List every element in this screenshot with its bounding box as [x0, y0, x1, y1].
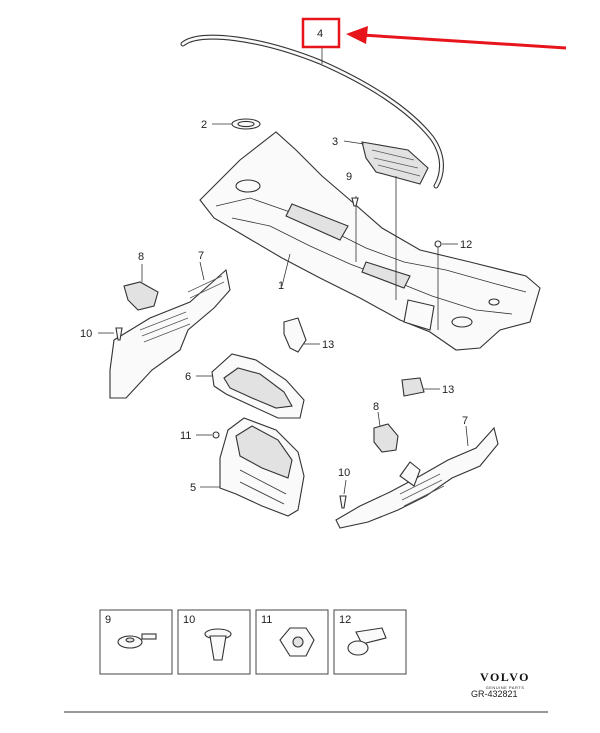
brand-logo: VOLVO GENUINE PARTS [470, 670, 540, 690]
callout-1: 1 [278, 280, 284, 292]
callout-12: 12 [460, 239, 472, 251]
legend-box-9: 9 [99, 609, 173, 675]
callout-7a: 7 [198, 250, 204, 262]
callout-3: 3 [332, 136, 338, 148]
callout-8b: 8 [373, 401, 379, 413]
part-1-cowl-panel [199, 131, 541, 351]
part-6-frame [211, 353, 305, 419]
part-12-clip [434, 240, 442, 248]
part-9-screw [351, 197, 359, 207]
part-8-right-bracket [373, 423, 399, 453]
legend-box-11: 11 [255, 609, 329, 675]
callout-10a: 10 [80, 328, 92, 340]
legend-label-11: 11 [261, 614, 272, 626]
callout-8a: 8 [138, 251, 144, 263]
part-13-bracket-a [283, 317, 307, 353]
leader-10b [343, 479, 347, 495]
callout-4: 4 [317, 28, 323, 40]
leader-7b [465, 425, 469, 447]
part-5-housing [219, 417, 305, 517]
part-13-bracket-b [401, 377, 425, 397]
callout-6: 6 [185, 371, 191, 383]
leader-1 [281, 253, 291, 287]
callout-7b: 7 [462, 415, 468, 427]
callout-10b: 10 [338, 467, 350, 479]
part-7-right-strip [335, 426, 499, 529]
callout-13a: 13 [322, 339, 334, 351]
leader-3 [343, 140, 365, 145]
legend-label-9: 9 [105, 614, 111, 626]
brand-name: VOLVO [480, 670, 530, 684]
part-3-bracket [361, 141, 429, 185]
part-7-left-strip [109, 268, 231, 399]
legend-box-10: 10 [177, 609, 251, 675]
legend-label-10: 10 [183, 614, 195, 626]
leader-8b [377, 411, 381, 427]
part-8-left-bracket [123, 281, 159, 311]
brand-subtitle: GENUINE PARTS [485, 685, 525, 690]
part-2-grommet [231, 118, 261, 130]
part-10-left-pin [115, 327, 123, 341]
part-4-seal-strip [180, 34, 444, 189]
part-10-right-pin [339, 495, 347, 509]
legend-label-12: 12 [339, 614, 351, 626]
callout-5: 5 [190, 482, 196, 494]
part-11-nut [212, 431, 220, 439]
highlight-box [301, 17, 341, 49]
callout-11: 11 [180, 430, 191, 442]
callout-13b: 13 [442, 384, 454, 396]
leader-7a [199, 261, 205, 281]
callout-2: 2 [201, 119, 207, 131]
reference-code: GR-432821 [471, 689, 518, 699]
callout-9: 9 [346, 171, 352, 183]
red-arrow [346, 26, 567, 50]
legend-box-12: 12 [333, 609, 407, 675]
